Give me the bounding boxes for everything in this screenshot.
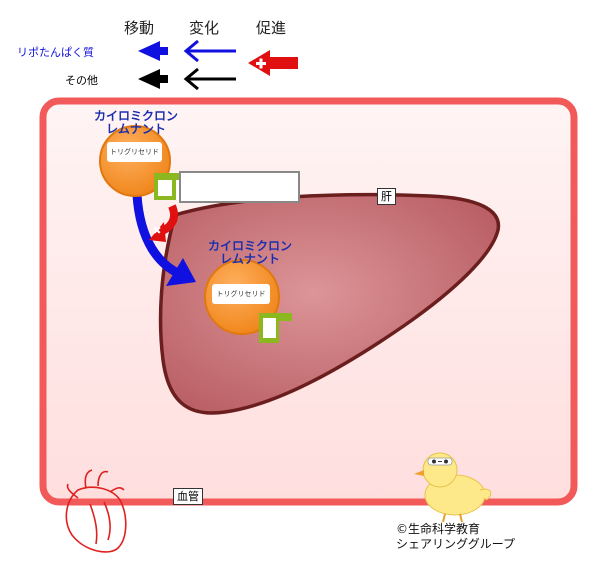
- chylomicron-bottom-title-line2: レムナント: [220, 252, 280, 266]
- legend-move-arrow-black: [138, 69, 168, 89]
- movement-arrow: [132, 194, 196, 286]
- empty-label-box: [179, 171, 300, 203]
- legend-label-lipoprotein: リポたんぱく質: [17, 46, 94, 59]
- legend-label-other: その他: [65, 74, 98, 87]
- legend-promote-arrow: [248, 50, 298, 76]
- liver-label: 肝: [377, 188, 396, 205]
- chick-mascot-icon: [414, 452, 492, 523]
- promote-arrow: [149, 204, 179, 242]
- chylomicron-bottom-title-line1: カイロミクロン: [207, 239, 292, 253]
- credit-line2: シェアリンググループ: [396, 537, 516, 551]
- legend-move-arrow-blue: [138, 41, 168, 61]
- credit: ©生命科学教育 シェアリンググループ: [396, 522, 515, 552]
- heart-icon: [65, 469, 127, 553]
- chylomicron-top-title: カイロミクロン レムナント: [66, 110, 206, 136]
- legend-header-move: 移動: [124, 19, 155, 37]
- legend-change-arrow-blue: [183, 39, 236, 63]
- chylomicron-top-title-line2: レムナント: [106, 122, 166, 136]
- chylomicron-bottom-content: トリグリセリド: [212, 284, 270, 304]
- legend-header-change: 変化: [189, 19, 220, 37]
- chylomicron-top-title-line1: カイロミクロン: [93, 109, 178, 123]
- vessel-label: 血管: [173, 488, 203, 505]
- credit-line1: ©生命科学教育: [396, 522, 481, 536]
- legend-header-promote: 促進: [256, 19, 287, 37]
- chylomicron-bottom-title: カイロミクロン レムナント: [190, 240, 310, 266]
- legend-change-arrow-black: [183, 67, 236, 91]
- receptor-bottom: [259, 313, 292, 343]
- chylomicron-top-content: トリグリセリド: [107, 142, 162, 162]
